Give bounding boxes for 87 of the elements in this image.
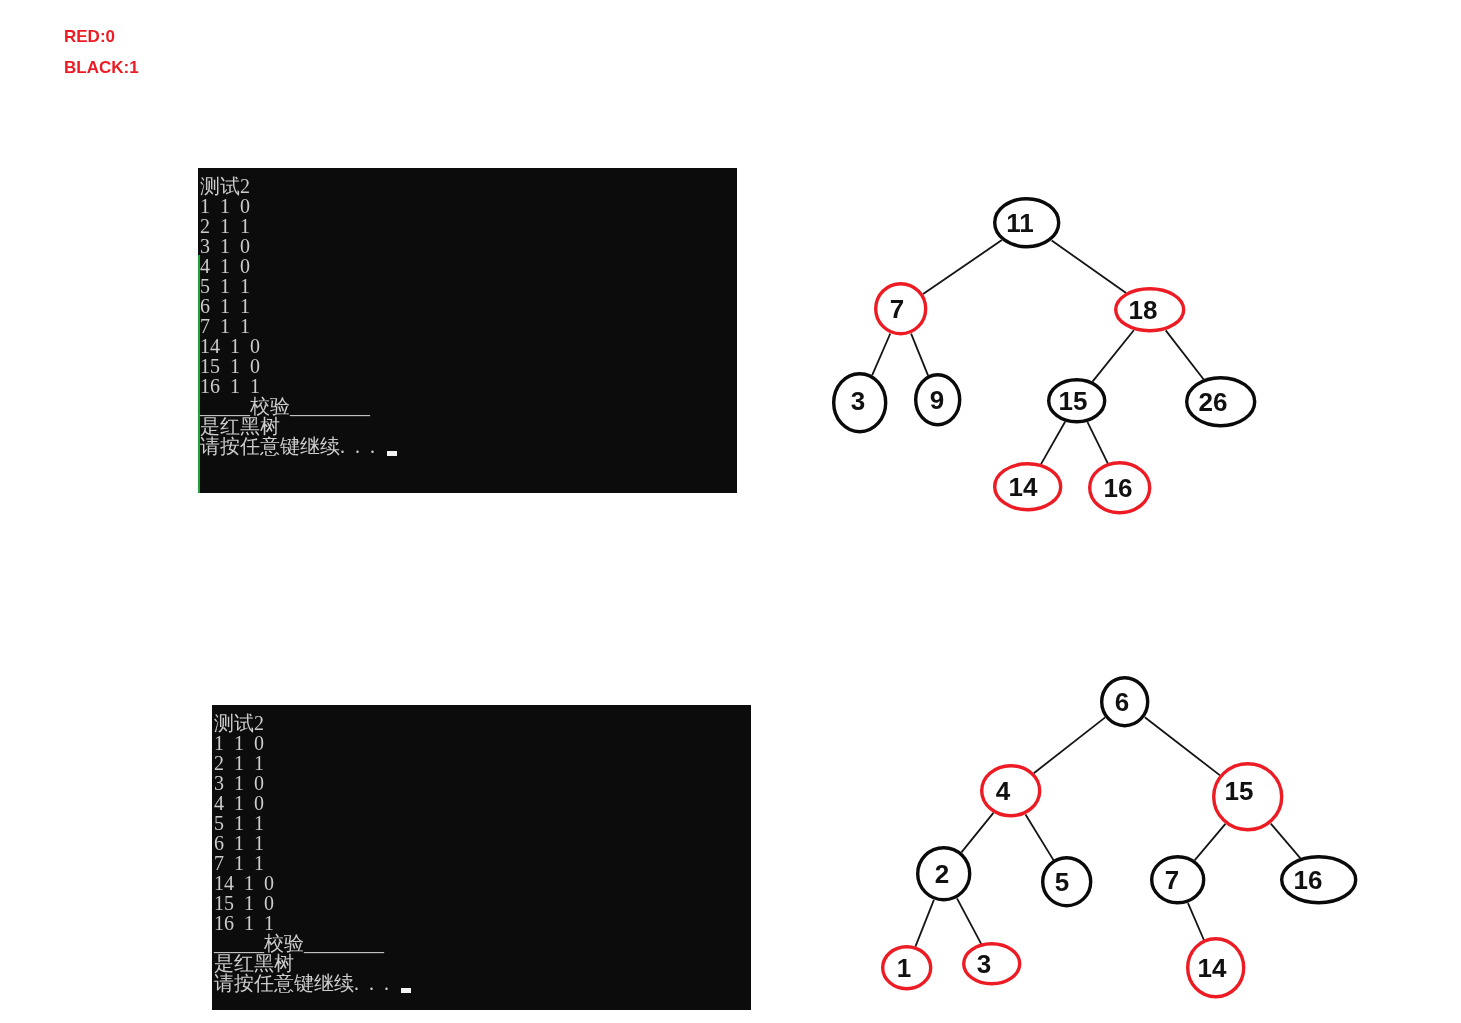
console-window — [198, 168, 737, 493]
note-text: RED:0 — [64, 27, 115, 47]
console-line: 1 1 0 — [214, 733, 264, 753]
branch-line — [922, 239, 1003, 295]
node-number: 11 — [1006, 210, 1034, 236]
node-number: 5 — [1054, 869, 1070, 895]
console-line: 7 1 1 — [214, 853, 264, 873]
console-line: 是红黑树 — [214, 953, 294, 973]
node-number: 7 — [1164, 867, 1180, 893]
console-line: 5 1 1 — [214, 813, 264, 833]
node-number: 18 — [1128, 297, 1158, 323]
console-line: 2 1 1 — [214, 753, 264, 773]
node-ellipse — [980, 764, 1042, 818]
node-ellipse — [1185, 376, 1257, 428]
branch-line — [960, 812, 995, 854]
node-number: 9 — [929, 387, 945, 413]
node-ellipse — [1114, 287, 1186, 333]
note-text: BLACK:1 — [64, 58, 139, 78]
node-ellipse — [916, 846, 972, 902]
node-ellipse — [1186, 937, 1246, 999]
node-number: 14 — [1008, 474, 1038, 500]
node-number: 3 — [850, 388, 866, 414]
console-line: 请按任意键继续. . . — [214, 973, 389, 993]
console-line: 16 1 1 — [200, 376, 260, 396]
node-number: 16 — [1103, 475, 1133, 501]
node-ellipse — [1150, 855, 1206, 905]
console-line: 14 1 0 — [214, 873, 274, 893]
console-line: 4 1 0 — [200, 256, 250, 276]
console-line: 2 1 1 — [200, 216, 250, 236]
branch-line — [1086, 421, 1109, 465]
node-number: 3 — [976, 951, 992, 977]
console-line: 4 1 0 — [214, 793, 264, 813]
branch-line — [1187, 902, 1205, 941]
branch-line — [956, 897, 983, 945]
branch-line — [914, 898, 935, 948]
console-line: 7 1 1 — [200, 316, 250, 336]
node-number: 6 — [1114, 689, 1130, 715]
branch-line — [1040, 420, 1066, 465]
node-ellipse — [1100, 676, 1150, 728]
node-number: 15 — [1224, 778, 1254, 804]
node-ellipse — [1041, 856, 1093, 908]
branch-line — [1032, 716, 1107, 775]
branch-line — [1050, 239, 1127, 294]
node-ellipse — [874, 282, 928, 336]
node-ellipse — [832, 372, 888, 434]
branch-line — [1024, 813, 1055, 861]
node-ellipse — [993, 197, 1061, 249]
console-line: 14 1 0 — [200, 336, 260, 356]
console-line: 测试2 — [200, 176, 250, 196]
console-line: 1 1 0 — [200, 196, 250, 216]
console-line: 16 1 1 — [214, 913, 274, 933]
console-window — [212, 705, 751, 1010]
branch-line — [1193, 822, 1227, 862]
node-number: 7 — [889, 296, 905, 322]
console-line: 6 1 1 — [200, 296, 250, 316]
console-line: 15 1 0 — [214, 893, 274, 913]
console-line: 是红黑树 — [200, 416, 280, 436]
branch-line — [910, 332, 929, 377]
node-number: 1 — [896, 955, 912, 981]
console-line: 测试2 — [214, 713, 264, 733]
node-ellipse — [993, 462, 1063, 512]
node-number: 15 — [1058, 388, 1088, 414]
node-number: 2 — [934, 861, 950, 887]
branch-line — [871, 332, 892, 377]
branch-line — [1164, 329, 1205, 381]
console-line: 3 1 0 — [200, 236, 250, 256]
node-ellipse — [1088, 461, 1152, 515]
branch-line — [1269, 822, 1302, 860]
branch-line — [1091, 329, 1135, 383]
node-ellipse — [1212, 762, 1284, 832]
node-number: 26 — [1198, 389, 1228, 415]
console-line: 请按任意键继续. . . — [200, 436, 375, 456]
node-number: 16 — [1293, 867, 1323, 893]
console-line: _____校验________ — [214, 933, 384, 953]
console-line: 3 1 0 — [214, 773, 264, 793]
console-line: 15 1 0 — [200, 356, 260, 376]
console-line: 6 1 1 — [214, 833, 264, 853]
node-number: 4 — [995, 778, 1011, 804]
console-line: _____校验________ — [200, 396, 370, 416]
node-number: 14 — [1197, 955, 1227, 981]
node-ellipse — [881, 945, 933, 991]
branch-line — [1143, 716, 1221, 777]
node-ellipse — [914, 373, 962, 427]
node-ellipse — [1280, 855, 1358, 905]
node-ellipse — [1047, 378, 1107, 424]
console-line: 5 1 1 — [200, 276, 250, 296]
node-ellipse — [962, 942, 1022, 986]
